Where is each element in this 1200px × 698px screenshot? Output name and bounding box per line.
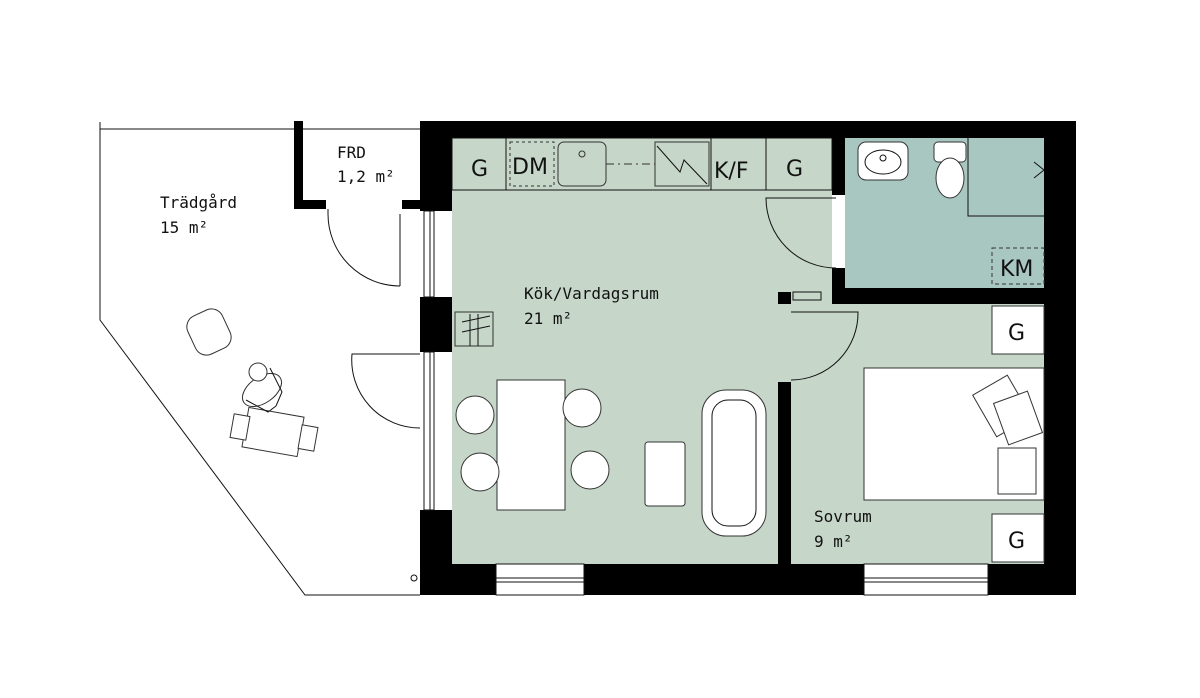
- frd-wall-bottom-left: [294, 200, 326, 209]
- kitchen-fridge-label: K/F: [714, 159, 749, 184]
- wardrobe-top: [991, 305, 1045, 355]
- kitchen-counter: G DM K/F G: [451, 137, 833, 191]
- kitchen-cabinet-g-right: G: [786, 157, 803, 182]
- wall-bedroom-stub: [778, 292, 791, 304]
- wall-right: [1044, 121, 1076, 595]
- bath-km-label: KM: [1000, 257, 1033, 282]
- garden-area-label: 15 m²: [160, 218, 208, 237]
- kitchen-cabinet-g-left: G: [471, 157, 488, 182]
- shower-drain-arrow: [1033, 161, 1045, 179]
- dining-chair-4: [570, 450, 610, 490]
- window-bottom-living: [495, 563, 585, 596]
- stove: [654, 141, 710, 187]
- dining-table: [496, 379, 566, 511]
- bath-door-swing: [765, 197, 837, 269]
- garden-table: [241, 406, 305, 458]
- side-table: [644, 441, 686, 507]
- garden-table-chair-right: [297, 424, 319, 452]
- person-figure: [241, 362, 283, 413]
- frd-storage: FRD 1,2 m²: [294, 121, 420, 287]
- frd-name: FRD: [337, 143, 366, 162]
- wall-top: [420, 121, 1076, 138]
- wall-bottom-2: [584, 564, 864, 595]
- pillow-3: [997, 447, 1037, 495]
- frd-wall-bottom-right: [402, 200, 420, 209]
- garden-boundary: [99, 122, 420, 596]
- sofa: [701, 389, 767, 537]
- bedroom-cabinet-g-bottom: G: [1008, 529, 1025, 554]
- dishwasher-outline: [509, 141, 555, 187]
- living-area-label: 21 m²: [524, 309, 572, 328]
- bedroom-door-swing: [790, 311, 859, 381]
- wall-bath-bottom: [832, 288, 1044, 304]
- outdoor-fixture: [410, 574, 418, 582]
- wall-bath-left-top: [832, 121, 845, 195]
- interior-walls: [778, 121, 1044, 564]
- garden-table-chair-left: [229, 413, 251, 441]
- exterior-walls: [420, 121, 1076, 595]
- entrance-door: [423, 210, 435, 298]
- pillow-2: [992, 390, 1044, 446]
- wall-left-1: [420, 121, 452, 211]
- bedroom-cabinet-g-top: G: [1008, 321, 1025, 346]
- toilet-bowl: [935, 157, 965, 199]
- shower-area: [967, 138, 1044, 217]
- dining-chair-3: [562, 388, 602, 428]
- wall-left-3: [420, 510, 452, 595]
- bedroom-name: Sovrum: [814, 507, 872, 526]
- kitchen-dishwasher-label: DM: [512, 155, 548, 180]
- window-bottom-bedroom: [863, 563, 989, 596]
- dining-chair-1: [455, 395, 495, 435]
- dining-chair-2: [460, 452, 500, 492]
- frd-area-label: 1,2 m²: [337, 167, 395, 186]
- bathroom-fixtures: KM: [857, 138, 1045, 285]
- frd-door-swing: [327, 209, 401, 287]
- washing-machine-outline: [991, 247, 1045, 285]
- wall-bedroom-left: [778, 382, 791, 564]
- bedroom-furniture: G G Sovrum 9 m²: [814, 305, 1045, 563]
- wall-bottom-3: [988, 564, 1076, 595]
- living-name: Kök/Vardagsrum: [524, 284, 659, 303]
- garden-area: Trädgård 15 m²: [99, 122, 420, 596]
- wall-left-2: [420, 297, 452, 352]
- garden-name: Trädgård: [160, 193, 237, 212]
- patio-door: [351, 351, 435, 511]
- bedroom-area-label: 9 m²: [814, 532, 853, 551]
- wardrobe-bottom: [991, 513, 1045, 563]
- coat-rack: [454, 311, 494, 347]
- frd-wall-left: [294, 121, 303, 209]
- living-furniture: Kök/Vardagsrum 21 m²: [454, 284, 767, 537]
- wall-bedroom-niche: [792, 291, 822, 301]
- garden-chair: [186, 308, 232, 356]
